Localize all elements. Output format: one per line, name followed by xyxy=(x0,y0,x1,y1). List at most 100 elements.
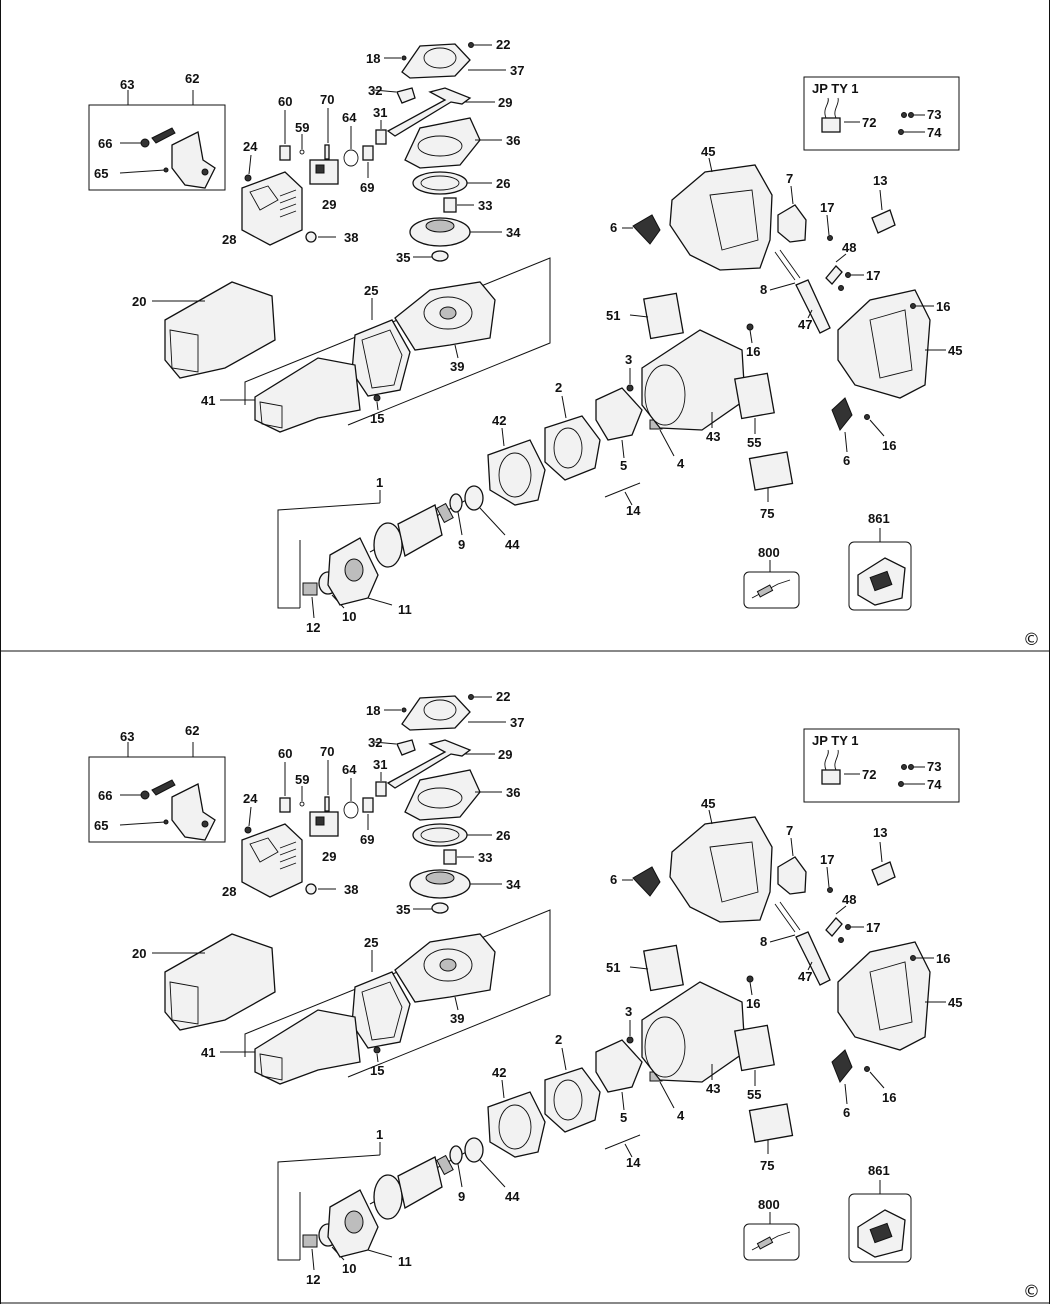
callout-39: 39 xyxy=(450,1011,464,1026)
part-18 xyxy=(401,707,407,713)
part-72 xyxy=(821,117,841,133)
callout-31: 31 xyxy=(373,105,387,120)
callout-800: 800 xyxy=(758,1197,780,1212)
part-73 xyxy=(901,112,907,118)
part-51 xyxy=(643,944,684,992)
part-9 xyxy=(449,493,463,513)
part-16-handle xyxy=(910,955,916,961)
callout-2: 2 xyxy=(555,1032,562,1047)
part-74 xyxy=(898,781,904,787)
callout-24: 24 xyxy=(243,139,258,154)
callout-69: 69 xyxy=(360,832,374,847)
part-66 xyxy=(140,138,150,148)
callout-36: 36 xyxy=(506,785,520,800)
callout-6a: 6 xyxy=(610,872,617,887)
part-13 xyxy=(871,861,896,886)
callout-39: 39 xyxy=(450,359,464,374)
part-65 xyxy=(163,167,169,173)
part-13 xyxy=(871,209,896,234)
callout-28: 28 xyxy=(222,232,236,247)
callout-59: 59 xyxy=(295,772,309,787)
callout-65: 65 xyxy=(94,818,108,833)
callout-8: 8 xyxy=(760,934,767,949)
part-1-armature xyxy=(369,497,471,568)
callout-36: 36 xyxy=(506,133,520,148)
callout-3: 3 xyxy=(625,352,632,367)
callout-25: 25 xyxy=(364,935,378,950)
callout-29a: 29 xyxy=(322,197,336,212)
callout-7: 7 xyxy=(786,823,793,838)
part-45-handle-left xyxy=(669,816,773,923)
part-36 xyxy=(404,117,481,169)
armature-group-frame xyxy=(277,502,381,609)
part-35 xyxy=(431,902,449,914)
callout-14: 14 xyxy=(626,1155,641,1170)
part-24 xyxy=(244,826,252,834)
callout-16b: 16 xyxy=(936,299,950,314)
callout-28: 28 xyxy=(222,884,236,899)
callout-33: 33 xyxy=(478,850,492,865)
callout-4: 4 xyxy=(677,456,685,471)
callout-7: 7 xyxy=(786,171,793,186)
part-16-bottom xyxy=(864,414,870,420)
callout-16c: 16 xyxy=(882,438,896,453)
callout-65: 65 xyxy=(94,166,108,181)
callout-10: 10 xyxy=(342,609,356,624)
part-12 xyxy=(302,582,318,596)
part-64 xyxy=(343,801,359,819)
callout-37: 37 xyxy=(510,63,524,78)
callout-45a: 45 xyxy=(701,796,715,811)
part-42 xyxy=(487,439,546,506)
callout-72: 72 xyxy=(862,767,876,782)
part-62 xyxy=(171,783,216,841)
part-6-bottom xyxy=(831,1049,853,1083)
part-16-motor xyxy=(746,323,754,331)
part-38 xyxy=(305,883,317,895)
part-55 xyxy=(734,372,775,420)
callout-13: 13 xyxy=(873,825,887,840)
callout-51: 51 xyxy=(606,308,620,323)
callout-16b: 16 xyxy=(936,951,950,966)
copyright-mark: © xyxy=(1023,1282,1040,1302)
callout-44: 44 xyxy=(505,1189,520,1204)
callout-2: 2 xyxy=(555,380,562,395)
part-28 xyxy=(241,171,303,246)
part-17-mid xyxy=(845,272,851,278)
part-5 xyxy=(595,1039,643,1093)
callout-861: 861 xyxy=(868,1163,890,1178)
callout-38: 38 xyxy=(344,230,358,245)
callout-4: 4 xyxy=(677,1108,685,1123)
callout-45b: 45 xyxy=(948,343,962,358)
callout-35: 35 xyxy=(396,902,410,917)
callout-22: 22 xyxy=(496,689,510,704)
callout-800: 800 xyxy=(758,545,780,560)
callout-9: 9 xyxy=(458,1189,465,1204)
callout-64: 64 xyxy=(342,762,357,777)
callout-16a: 16 xyxy=(746,344,760,359)
part-16-motor xyxy=(746,975,754,983)
part-28 xyxy=(241,823,303,898)
exploded-parts-diagram: 63 62 66 65 24 28 38 60 59 70 64 31 29 6… xyxy=(0,0,1050,652)
part-38 xyxy=(305,231,317,243)
callout-66: 66 xyxy=(98,788,112,803)
part-29-plunger xyxy=(386,739,472,789)
part-42 xyxy=(487,1091,546,1158)
part-6-top xyxy=(632,866,661,897)
callout-8: 8 xyxy=(760,282,767,297)
callout-22: 22 xyxy=(496,37,510,52)
part-64 xyxy=(343,149,359,167)
callout-16a: 16 xyxy=(746,996,760,1011)
part-14 xyxy=(604,1134,641,1150)
callout-31: 31 xyxy=(373,757,387,772)
callout-5: 5 xyxy=(620,458,627,473)
callout-32: 32 xyxy=(368,735,382,750)
callout-16c: 16 xyxy=(882,1090,896,1105)
callout-62: 62 xyxy=(185,723,199,738)
part-14 xyxy=(604,482,641,498)
part-48 xyxy=(825,917,843,937)
callout-37: 37 xyxy=(510,715,524,730)
part-31 xyxy=(375,781,387,797)
callout-42: 42 xyxy=(492,413,506,428)
callout-18: 18 xyxy=(366,51,380,66)
part-73 xyxy=(901,764,907,770)
